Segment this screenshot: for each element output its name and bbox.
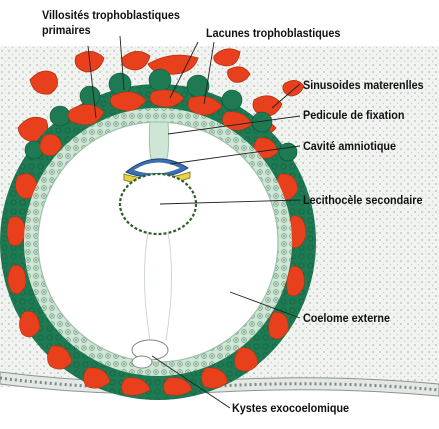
label-cavite: Cavité amniotique [303,139,397,153]
label-sinusoides: Sinusoides materenlles [303,78,424,92]
connecting-stalk [148,121,170,163]
primary-villi [24,68,298,162]
label-kystes: Kystes exocoelomique [232,401,350,415]
label-pedicule: Pedicule de fixation [303,108,405,122]
label-villosites-line2: primaires [42,23,91,37]
trophoblastic-lacunae [6,89,307,396]
secondary-yolk-sac [118,172,198,236]
label-lacunes: Lacunes trophoblastiques [206,26,341,40]
exocoelomic-cyst [131,355,153,369]
label-lecithocele: Lecithocèle secondaire [303,193,423,207]
leader-lines [87,35,301,409]
amniotic-cavity [134,162,180,174]
coelom-strands [143,231,173,341]
label-villosites-line1: Villosités trophoblastiques [42,8,180,22]
label-coelome: Coelome externe [303,311,391,325]
